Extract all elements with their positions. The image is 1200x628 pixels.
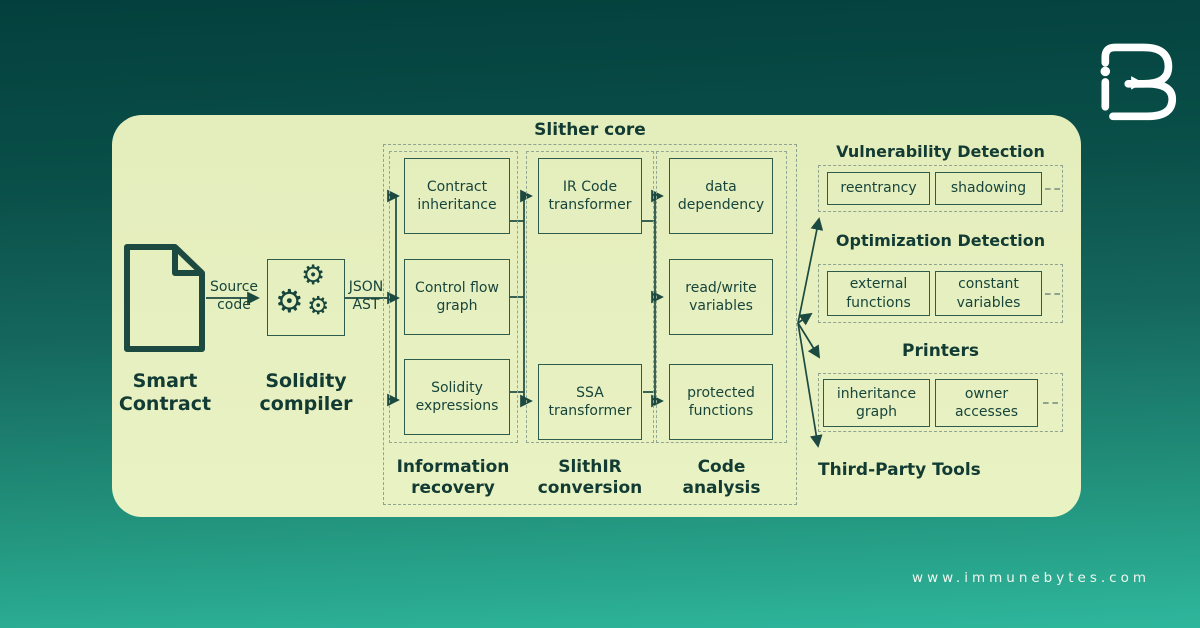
json-ast-edge-label: JSON AST [348, 279, 384, 313]
control-flow-graph-box: Control flow graph [404, 259, 510, 335]
information-recovery-column [389, 151, 518, 443]
diagram-panel [112, 115, 1081, 517]
smart-contract-label: Smart Contract [118, 370, 212, 416]
source-code-edge-label: Source code [209, 279, 259, 313]
protected-functions-box: protected functions [669, 364, 773, 440]
read-write-variables-box: read/write variables [669, 259, 773, 335]
slithir-conversion-column [526, 151, 654, 443]
information-recovery-label: Information recovery [396, 457, 510, 499]
shadowing-box: shadowing [935, 172, 1042, 205]
vulnerability-detection-group [818, 165, 1063, 212]
slithir-conversion-label: SlithIR conversion [537, 457, 643, 499]
solidity-compiler-label: Solidity compiler [259, 370, 353, 416]
inheritance-graph-box: inheritance graph [823, 379, 930, 427]
external-functions-box: external functions [827, 271, 930, 316]
printers-group [818, 373, 1063, 432]
vulnerability-detection-heading: Vulnerability Detection [836, 142, 1045, 161]
gear-icon: ⚙ [307, 291, 330, 320]
solidity-compiler-box: ⚙ ⚙ ⚙ [267, 259, 345, 336]
website-url: www.immunebytes.com [912, 570, 1150, 586]
third-party-tools-label: Third-Party Tools [818, 460, 981, 480]
immunebytes-logo-icon [1100, 43, 1177, 121]
constant-variables-box: constant variables [935, 271, 1042, 316]
solidity-expressions-box: Solidity expressions [404, 359, 510, 435]
printers-heading: Printers [902, 341, 979, 361]
ssa-transformer-box: SSA transformer [538, 364, 642, 440]
more-detectors-ellipsis [1045, 188, 1060, 190]
more-printers-ellipsis [1043, 402, 1058, 404]
contract-inheritance-box: Contract inheritance [404, 158, 510, 234]
slither-core-title: Slither core [534, 120, 646, 140]
data-dependency-box: data dependency [669, 158, 773, 234]
code-analysis-column [656, 151, 787, 443]
smart-contract-document-icon [124, 244, 205, 352]
code-analysis-label: Code analysis [682, 457, 761, 499]
gear-icon: ⚙ [275, 282, 304, 320]
ir-code-transformer-box: IR Code transformer [538, 158, 642, 234]
optimization-detection-heading: Optimization Detection [835, 231, 1046, 250]
slither-core-boundary [383, 144, 797, 505]
more-optimizations-ellipsis [1045, 293, 1060, 295]
reentrancy-box: reentrancy [827, 172, 930, 205]
owner-accesses-box: owner accesses [935, 379, 1038, 427]
gear-icon: ⚙ [301, 260, 326, 291]
optimization-detection-group [818, 264, 1063, 323]
